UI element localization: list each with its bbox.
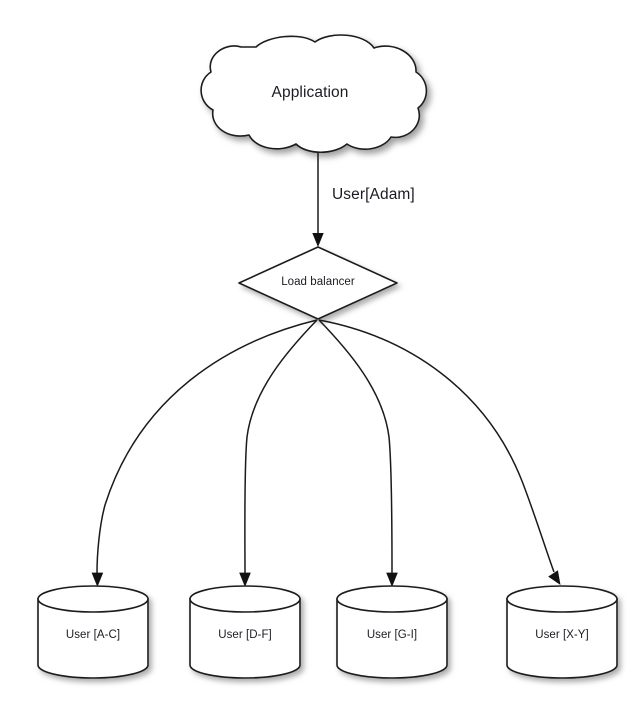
node-cylinder-db-1[interactable] xyxy=(37,585,149,679)
edge-loadbalancer-to-db-x-y xyxy=(318,319,561,585)
edge-loadbalancer-to-db-g-i xyxy=(318,319,398,587)
node-cylinder-db-2[interactable] xyxy=(189,585,301,679)
node-cloud-application[interactable] xyxy=(200,34,428,154)
node-cylinder-db-3[interactable] xyxy=(336,585,448,679)
edge-loadbalancer-to-db-a-c xyxy=(91,319,318,587)
edge-loadbalancer-to-db-d-f xyxy=(239,319,318,587)
edge-cloud-to-loadbalancer xyxy=(312,153,324,247)
node-diamond-loadbalancer[interactable] xyxy=(238,246,398,320)
node-cylinder-db-4[interactable] xyxy=(506,585,618,679)
